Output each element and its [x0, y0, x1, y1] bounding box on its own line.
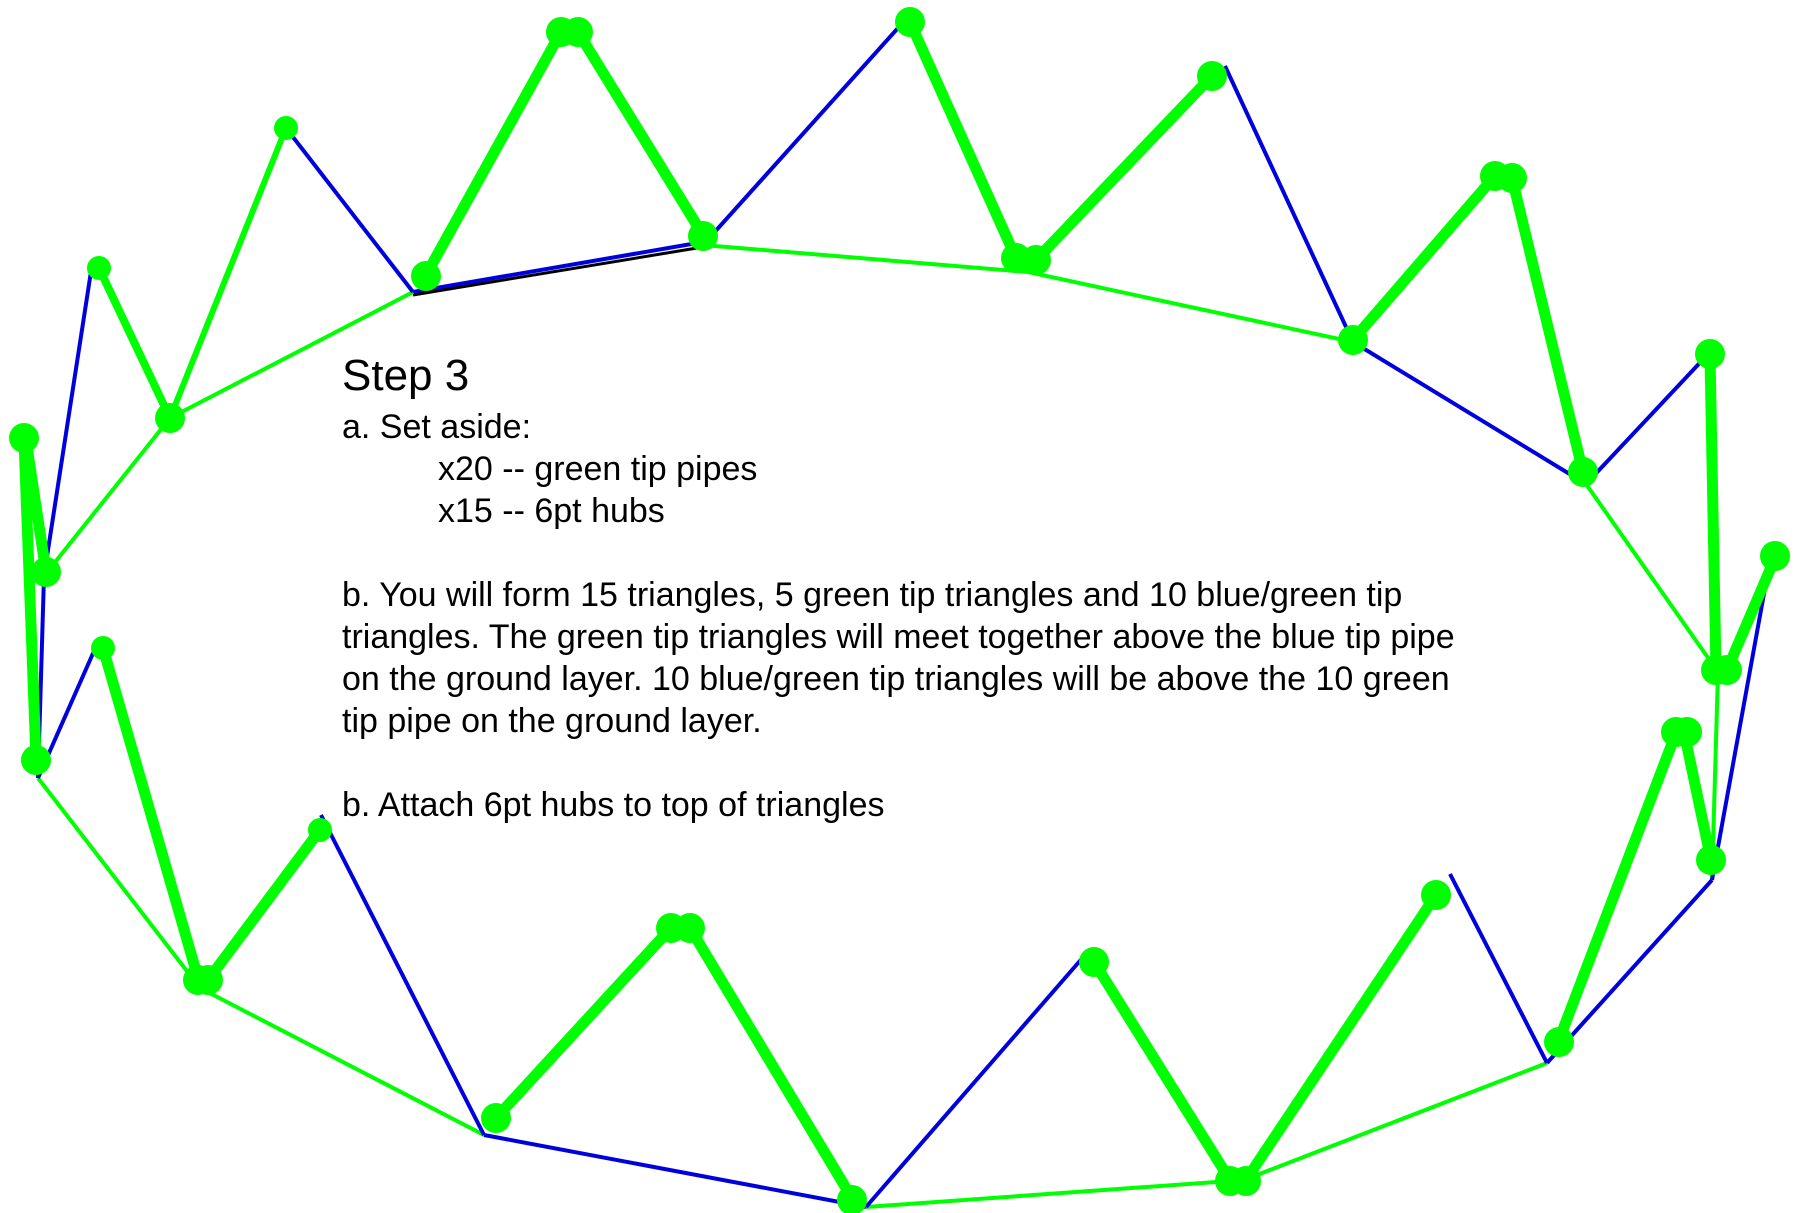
- green-tip-pipe: [421, 29, 566, 278]
- green-tip-pipe: [97, 646, 204, 980]
- hub: [1421, 880, 1451, 910]
- hub: [1197, 61, 1227, 91]
- hub: [21, 745, 51, 775]
- ground-pipe-black: [412, 245, 704, 297]
- green-tip-pipe: [20, 439, 52, 573]
- green-tip-pipe: [1348, 172, 1500, 344]
- ground-pipe-green: [1243, 1061, 1548, 1182]
- green-tip-pipe: [491, 924, 676, 1122]
- green-tip-pipe: [1704, 355, 1722, 671]
- hub: [193, 965, 223, 995]
- hub: [1231, 1166, 1261, 1196]
- blue-leg: [284, 126, 415, 294]
- hub: [31, 557, 61, 587]
- green-leg: [95, 266, 174, 420]
- green-leg: [167, 126, 289, 420]
- hubs: [9, 7, 1790, 1213]
- blue-leg: [864, 953, 1087, 1209]
- green-tip-pipe: [203, 826, 325, 984]
- hub: [1696, 845, 1726, 875]
- ground-pipe-blue: [1545, 878, 1714, 1065]
- hub: [1760, 541, 1790, 571]
- ground-pipe-green: [865, 1178, 1245, 1209]
- ground-pipe-green: [199, 986, 485, 1137]
- step-title: Step 3: [342, 351, 470, 400]
- hub: [837, 1185, 867, 1213]
- blue-leg: [1710, 554, 1773, 881]
- ground-pipe-blue: [483, 1133, 867, 1209]
- hub: [1544, 1027, 1574, 1057]
- hub: [1338, 325, 1368, 355]
- blue-leg: [1584, 350, 1712, 486]
- hub: [155, 403, 185, 433]
- green-tip-pipe: [573, 29, 708, 238]
- hub: [481, 1103, 511, 1133]
- hub: [308, 818, 332, 842]
- hub: [1021, 245, 1051, 275]
- green-tip-pipe: [685, 925, 857, 1201]
- green-tip-pipe: [1553, 731, 1682, 1042]
- green-tip-pipe: [1678, 730, 1717, 862]
- green-tip-pipe: [18, 439, 42, 759]
- step-a-heading: a. Set aside:: [342, 408, 532, 446]
- green-tip-pipe: [1721, 555, 1781, 673]
- blue-leg: [42, 264, 94, 577]
- green-tip-pipe: [1089, 959, 1235, 1183]
- hub: [411, 261, 441, 291]
- ground-pipe-green: [702, 243, 1029, 274]
- ground-layer: [36, 240, 1720, 1209]
- blue-leg: [701, 16, 909, 247]
- paragraph-gap: [342, 742, 1642, 784]
- green-tip-pipe: [1241, 891, 1441, 1184]
- paragraph-gap: [342, 532, 1642, 574]
- ground-pipe-green: [169, 290, 414, 420]
- hub: [563, 17, 593, 47]
- hub: [274, 116, 298, 140]
- ground-pipe-blue: [1351, 340, 1588, 486]
- hub: [1672, 717, 1702, 747]
- hub: [1568, 457, 1598, 487]
- step-b-line: triangles. The green tip triangles will …: [342, 618, 1455, 656]
- ground-pipe-blue: [412, 240, 704, 294]
- step-b-line: b. You will form 15 triangles, 5 green t…: [342, 576, 1403, 614]
- blue-leg: [1448, 873, 1549, 1064]
- hub: [895, 7, 925, 37]
- set-aside-item: x15 -- 6pt hubs: [438, 492, 665, 530]
- step-b-line: on the ground layer. 10 blue/green tip t…: [342, 660, 1450, 698]
- green-tip-pipe: [904, 19, 1022, 261]
- hub: [675, 913, 705, 943]
- hub: [1079, 947, 1109, 977]
- green-tip-pipe: [1032, 72, 1216, 264]
- thin-triangle-legs: [36, 16, 1773, 1209]
- step-b-line: tip pipe on the ground layer.: [342, 702, 762, 740]
- step-b2-line: b. Attach 6pt hubs to top of triangles: [342, 786, 885, 824]
- hub: [9, 423, 39, 453]
- hub: [1712, 655, 1742, 685]
- blue-leg: [1223, 65, 1355, 343]
- hub: [688, 221, 718, 251]
- ground-pipe-green: [1584, 482, 1720, 674]
- hub: [91, 636, 115, 660]
- green-tip-pipe: [1506, 176, 1589, 474]
- hub: [1695, 339, 1725, 369]
- set-aside-item: x20 -- green tip pipes: [438, 450, 758, 488]
- ground-pipe-green: [36, 776, 202, 990]
- blue-leg: [319, 814, 486, 1136]
- ground-pipe-green: [42, 416, 172, 578]
- green-tip-pipes: [18, 19, 1781, 1201]
- hub: [1497, 163, 1527, 193]
- hub: [87, 256, 111, 280]
- instructions-panel: Step 3 a. Set aside: x20 -- green tip pi…: [342, 350, 1642, 826]
- ground-pipe-green: [1027, 270, 1354, 344]
